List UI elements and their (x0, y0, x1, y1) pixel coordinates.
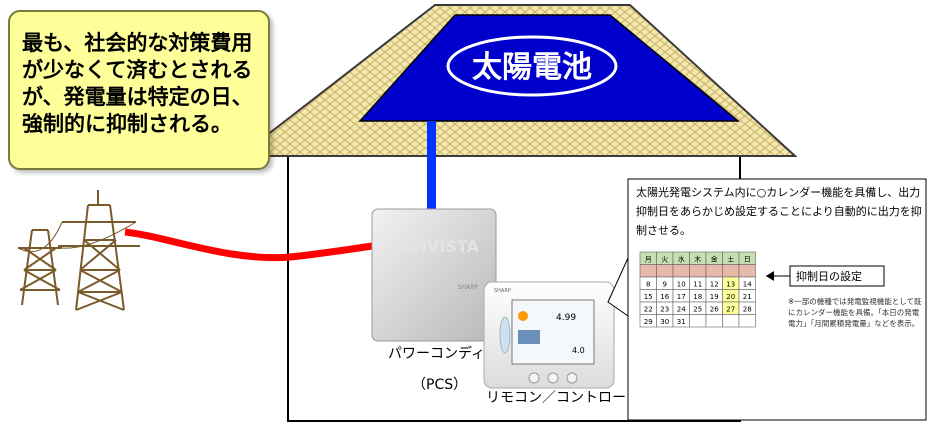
calendar-day-number: 14 (743, 281, 752, 289)
calendar-day-number: 19 (710, 293, 719, 301)
pcs-unit: SUNVISTA SHARP (371, 208, 497, 342)
calendar-day-number: 18 (693, 293, 702, 301)
calendar-footnote: ※一部の機種では発電監視機能として既にカレンダー機能を具備。「本日の発電電力」「… (788, 297, 922, 328)
calendar-day-number: 16 (660, 293, 669, 301)
remote-screen-value: 4.99 (556, 313, 576, 323)
calendar-day-number: 23 (660, 306, 669, 314)
callout-pointer (607, 257, 629, 317)
calendar-day-number: 25 (693, 306, 702, 314)
calendar-day-number: 30 (660, 318, 669, 326)
calendar-day-number: 9 (663, 281, 667, 289)
calendar-day-number: 13 (726, 281, 735, 289)
calendar-weekday: 日 (744, 256, 751, 264)
setting-label-box (789, 265, 885, 287)
calendar-day-number: 17 (677, 293, 686, 301)
calendar-day-number: 20 (726, 293, 735, 301)
remote-button (528, 372, 540, 384)
remote-controller: 4.99 4.0 SHARP (483, 281, 615, 389)
calendar-day-cell[interactable] (656, 264, 674, 278)
calendar-day-number: 12 (710, 281, 719, 289)
calendar-weekday: 金 (711, 255, 718, 264)
remote-screen-value2: 4.0 (572, 346, 585, 355)
calendar-day-cell[interactable] (722, 264, 740, 278)
calendar-day-number: 11 (693, 281, 702, 289)
pcs-maker-logo: SHARP (458, 284, 479, 291)
calendar-day-cell[interactable] (722, 314, 740, 328)
callout-description: 太陽光発電システム内に○カレンダー機能を具備し、出力抑制日をあらかじめ設定するこ… (636, 186, 922, 237)
calendar-day-cell[interactable] (705, 314, 723, 328)
calendar-day-number: 22 (644, 306, 653, 314)
house-icon (518, 330, 540, 344)
arrow-head-icon (766, 271, 774, 281)
calendar-weekday: 水 (678, 255, 685, 264)
ac-cable (124, 228, 373, 262)
remote-maker-logo: SHARP (494, 288, 511, 294)
remote-label: リモコン／コントローラ (486, 390, 640, 406)
calendar-day-cell[interactable] (672, 264, 690, 278)
calendar-weekday: 木 (694, 255, 701, 264)
calendar-weekday: 月 (645, 256, 652, 264)
solar-panel-label: 太陽電池 (472, 50, 592, 85)
calendar-day-cell[interactable] (705, 264, 723, 278)
calendar-day-number: 29 (644, 318, 653, 326)
calendar-day-number: 31 (677, 318, 686, 326)
setting-label: 抑制日の設定 (796, 269, 862, 283)
calendar-day-number: 15 (644, 293, 653, 301)
calendar-day-number: 28 (743, 306, 752, 314)
calendar-day-number: 26 (710, 306, 719, 314)
calendar-day-number: 21 (743, 293, 752, 301)
sun-icon (518, 311, 528, 321)
dc-cable (427, 121, 436, 209)
calendar-day-cell[interactable] (689, 264, 707, 278)
solar-panel: 太陽電池 (358, 14, 741, 122)
remote-button (566, 372, 578, 384)
calendar: 月 火 水木 金土 日 8 9 10 11 12 13 14 15 16 17 18 19 20 21 22 23 24 2… (639, 251, 756, 328)
calendar-day-cell[interactable] (738, 264, 756, 278)
calendar-day-cell[interactable] (639, 264, 657, 278)
calendar-day-number: 24 (677, 306, 686, 314)
pcs-brand-logo: SUNVISTA (389, 237, 479, 256)
note-text: 最も、社会的な対策費用 が少なくて済むとされる が、発電量は特定の日、 強制的に… (22, 31, 253, 136)
note-box: 最も、社会的な対策費用 が少なくて済むとされる が、発電量は特定の日、 強制的に… (8, 10, 270, 170)
calendar-weekday: 火 (661, 256, 668, 264)
calendar-day-number: 10 (677, 281, 686, 289)
calendar-weekday: 土 (727, 255, 734, 264)
calendar-day-number: 8 (646, 281, 650, 289)
calendar-day-number: 27 (726, 306, 735, 314)
calendar-day-cell[interactable] (738, 314, 756, 328)
remote-side-button (499, 316, 511, 354)
calendar-day-cell[interactable] (689, 314, 707, 328)
pcs-sublabel: （PCS） (412, 377, 467, 393)
transmission-tower-icon (17, 190, 140, 311)
remote-button (547, 372, 559, 384)
